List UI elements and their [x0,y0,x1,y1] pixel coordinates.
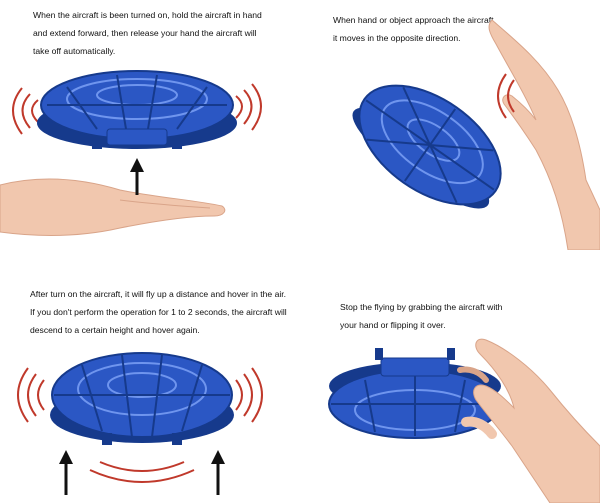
panel-launch: When the aircraft is been turned on, hol… [0,0,300,250]
launch-illustration [0,70,262,236]
ufo-drone-flipped [328,348,502,439]
signal-waves-right [235,83,262,131]
caption-line: When hand or object approach the aircraf… [333,15,496,25]
grabbing-hand [473,338,600,503]
ufo-drone [37,70,237,149]
panel-stop: Stop the flying by grabbing the aircraft… [300,250,600,503]
vertical-hand [488,19,600,250]
caption-line: When the aircraft is been turned on, hol… [33,10,262,20]
hover-illustration [17,352,263,495]
avoid-illustration [352,19,600,250]
arrow-up-icon [130,158,144,195]
caption-avoid: When hand or object approach the aircraf… [333,11,496,47]
caption-launch: When the aircraft is been turned on, hol… [33,6,262,60]
stop-illustration [328,338,600,503]
ufo-drone [50,352,234,445]
caption-line: Stop the flying by grabbing the aircraft… [340,302,503,312]
caption-line: After turn on the aircraft, it will fly … [30,289,287,299]
caption-line: descend to a certain height and hover ag… [30,325,200,335]
ufo-drone-tilted [352,84,502,209]
signal-waves-right [235,367,263,423]
caption-line: and extend forward, then release your ha… [33,28,257,38]
panel-avoid: When hand or object approach the aircraf… [300,0,600,250]
caption-stop: Stop the flying by grabbing the aircraft… [340,298,502,334]
arrow-up-icon [211,450,225,495]
signal-waves-left [12,87,39,135]
caption-line: your hand or flipping it over. [340,320,446,330]
signal-waves-hand [497,73,515,119]
signal-waves-bottom [89,461,195,483]
panel-hover: After turn on the aircraft, it will fly … [0,250,300,503]
caption-line: take off automatically. [33,46,116,56]
arrow-up-icon [59,450,73,495]
signal-waves-left [17,367,45,423]
open-palm-hand [0,178,226,236]
caption-hover: After turn on the aircraft, it will fly … [30,285,287,339]
caption-line: If you don't perform the operation for 1… [30,307,287,317]
caption-line: it moves in the opposite direction. [333,33,461,43]
